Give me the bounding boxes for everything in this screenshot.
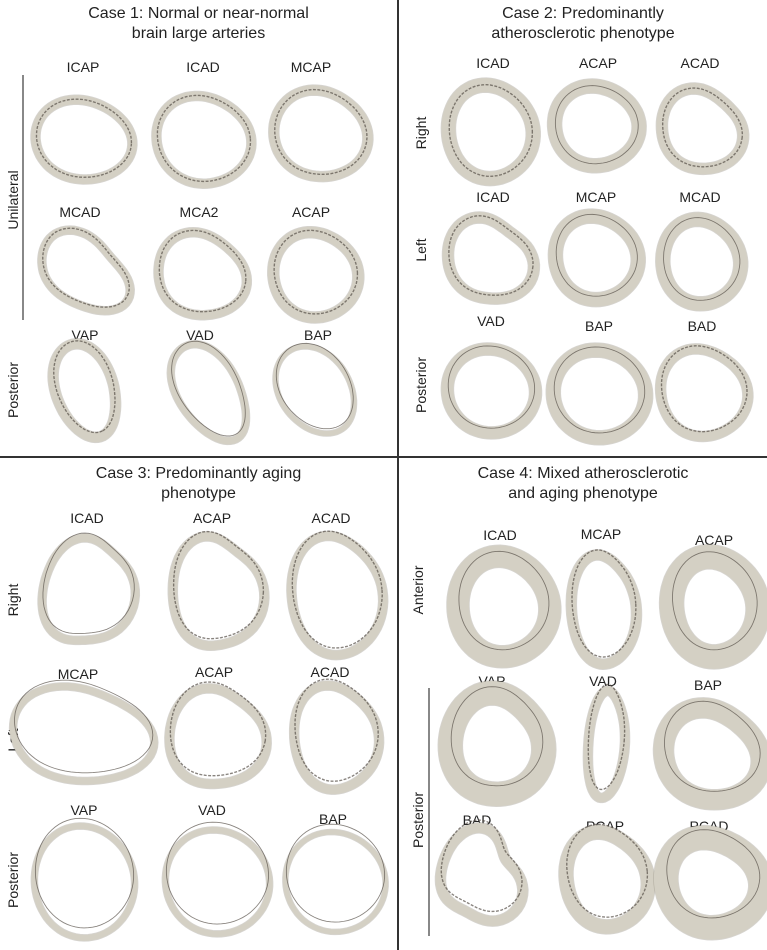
vessel-label: BAP [303, 327, 332, 343]
vessel-p1-bap [272, 342, 358, 437]
vessel-p1-vad [166, 339, 251, 446]
vessel-label: BAP [693, 677, 722, 693]
vessel-p4-pcap [558, 823, 657, 935]
vessel-label: ACAP [291, 204, 331, 220]
vessel-label: ACAD [680, 55, 720, 71]
vessel-p2-mcap [547, 208, 646, 308]
vertical-divider [397, 0, 399, 950]
panel-2-title-line2: atherosclerotic phenotype [491, 25, 675, 42]
vessel-label: ICAD [476, 189, 510, 205]
vessel-p1-mcap [268, 84, 374, 183]
vessel-p3-mcap [8, 679, 159, 786]
panel-1-title-line2: brain large arteries [131, 25, 266, 42]
vessel-label: ACAP [578, 55, 618, 71]
vessel-label: ACAP [192, 510, 232, 526]
vessel-p4-bap [652, 697, 767, 811]
panel-1-title: Case 1: Normal or near-normal brain larg… [0, 4, 397, 44]
panel-4-title: Case 4: Mixed atherosclerotic and aging … [399, 464, 767, 504]
vessel-label: ICAP [66, 59, 100, 75]
vessel-p3-acap [167, 530, 270, 651]
vessel-p3-acad-l [288, 678, 385, 795]
horizontal-divider [0, 456, 767, 458]
vessel-p2-acap [546, 78, 647, 174]
vessel-p2-mcad [655, 211, 749, 312]
vessel-label: VAP [70, 802, 98, 818]
vessel-p3-acap-l [164, 681, 272, 790]
panel-4-posterior-bracket [428, 688, 430, 936]
vessel-label: BAP [584, 318, 613, 334]
vessel-p1-icad [151, 90, 257, 189]
vessel-label: ACAP [694, 532, 734, 548]
panel-1-title-line1: Case 1: Normal or near-normal [88, 5, 309, 22]
vessel-p3-icad [37, 532, 141, 646]
vessel-label: MCA2 [179, 204, 219, 220]
vessel-label: MCAP [290, 59, 332, 75]
vessel-label: VAD [477, 313, 505, 329]
vessel-label: VAD [198, 802, 226, 818]
vessel-label: ACAP [194, 664, 234, 680]
panel-3-title-line2: phenotype [161, 485, 236, 502]
vessel-label: ICAD [186, 59, 220, 75]
vessel-p1-mca2 [153, 226, 253, 321]
vessel-p1-mcad [37, 225, 135, 316]
vessel-p4-acap [658, 544, 767, 670]
vessel-p4-mcap [565, 549, 643, 670]
vessel-label: ACAD [310, 664, 350, 680]
panel-4-title-line2: and aging phenotype [508, 485, 658, 502]
vessel-label: MCAP [580, 526, 622, 542]
vessel-p3-vap [30, 817, 139, 942]
vessel-p1-icap [30, 94, 138, 185]
vessel-label: MCAP [575, 189, 617, 205]
panel-4-title-line1: Case 4: Mixed atherosclerotic [477, 465, 689, 482]
vessel-p4-icad [446, 544, 562, 669]
panel-3-title-line1: Case 3: Predominantly aging [95, 465, 302, 482]
vessel-p2-bad [654, 343, 754, 443]
vessel-p1-acap [267, 225, 365, 324]
vessel-label: MCAP [57, 666, 99, 682]
vessel-label: ICAD [70, 510, 104, 526]
vessel-p3-vad [161, 821, 274, 938]
vessel-p3-acad [286, 530, 389, 661]
panel-2-title-line1: Case 2: Predominantly [502, 5, 664, 22]
vessel-label: ICAD [483, 527, 517, 543]
vessel-p2-vad [440, 342, 543, 440]
vessel-p2-bap [545, 342, 654, 446]
panel-2-title: Case 2: Predominantly atherosclerotic ph… [399, 4, 767, 44]
vessel-p2-icad-l [441, 211, 541, 305]
vessel-p4-vad [582, 683, 631, 804]
vessel-p1-vap [47, 338, 122, 444]
vessel-p3-bap [282, 823, 389, 936]
vessel-label: BAD [687, 318, 717, 334]
vessel-p4-pcad [653, 824, 767, 941]
vessel-label: BAP [318, 811, 347, 827]
panel-1-unilateral-bracket [22, 75, 24, 320]
panel-3-title: Case 3: Predominantly aging phenotype [0, 464, 397, 504]
vessel-label: ICAD [476, 55, 510, 71]
vessel-label: ACAD [311, 510, 351, 526]
vessel-p2-acad [655, 82, 750, 176]
vessel-label: MCAD [679, 189, 721, 205]
vessel-p4-vap [437, 680, 557, 807]
vessel-p2-icad [440, 77, 541, 187]
vessel-label: MCAD [59, 204, 101, 220]
vessel-p4-bad [434, 819, 529, 927]
vessel-label: VAD [186, 327, 214, 343]
